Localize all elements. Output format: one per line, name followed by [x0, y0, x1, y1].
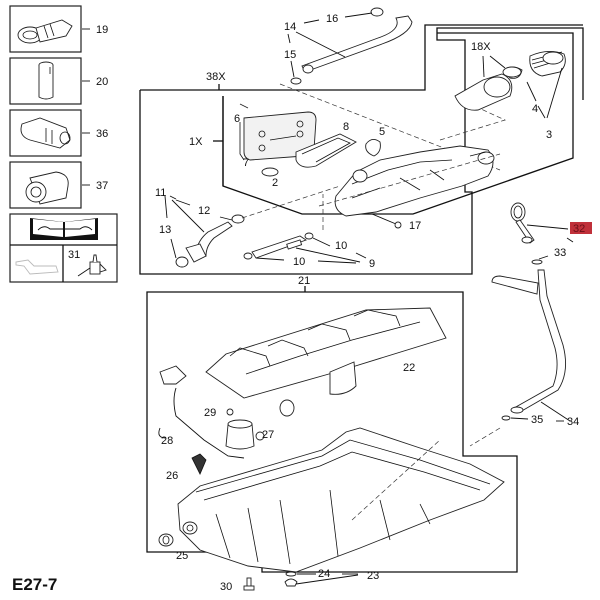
callout-29: 29: [204, 407, 216, 419]
group-label-21: 21: [298, 275, 310, 287]
callout-11: 11: [155, 187, 166, 199]
callout-30: 30: [220, 581, 232, 593]
coolant-hose-11: 11 12 13: [155, 185, 341, 268]
dipstick-guide-tube: 35 34: [469, 269, 579, 447]
callout-31: 31: [68, 249, 80, 261]
workshop-manual-wrench-icon: [30, 218, 98, 240]
callout-12: 12: [198, 205, 210, 217]
oil-filter-element: 18X 4 3: [454, 41, 566, 141]
connector-icon: [20, 117, 71, 149]
oil-pan-icon: [15, 259, 59, 275]
callout-36: 36: [96, 128, 108, 140]
callout-14: 14: [284, 21, 296, 33]
callout-26: 26: [166, 470, 178, 482]
callout-23: 23: [367, 570, 379, 582]
group-frame-1x: 1X: [189, 32, 574, 215]
group-frame-21: 21: [146, 275, 518, 573]
clip-26: 26: [166, 453, 207, 482]
dipstick-handle: [510, 202, 569, 244]
callout-8: 8: [343, 121, 349, 133]
bolt-29: 29: [204, 407, 234, 419]
wiring-harness-28: 28: [158, 365, 245, 459]
callout-10a: 10: [335, 240, 347, 252]
group-frame-38x: 38X: [139, 24, 584, 275]
highlight-marker: [570, 222, 592, 234]
dipstick-seal: 33: [531, 237, 574, 265]
callout-27: 27: [262, 429, 274, 441]
group-label-1x: 1X: [189, 136, 203, 148]
callout-34: 34: [567, 416, 579, 428]
callout-13: 13: [159, 224, 171, 236]
callout-18x: 18X: [471, 41, 491, 53]
bolt-30: 30: [220, 577, 255, 593]
callout-33: 33: [554, 247, 566, 259]
callout-32-highlighted[interactable]: 32: [570, 222, 592, 235]
oil-return-pipe: 14 16 15: [279, 7, 501, 171]
oil-level-sensor-27: 27: [225, 419, 274, 450]
callout-5: 5: [379, 126, 385, 138]
side-panel-36[interactable]: 36: [9, 109, 108, 157]
callout-3: 3: [546, 129, 552, 141]
callout-19: 19: [96, 24, 108, 36]
oil-pipe-9: 10 10 9: [243, 194, 375, 270]
callout-15: 15: [284, 49, 296, 61]
side-panel-37[interactable]: 37: [9, 161, 108, 209]
callout-25: 25: [176, 550, 188, 562]
side-panel-20[interactable]: 20: [9, 57, 108, 105]
side-panel-19[interactable]: 19: [9, 5, 108, 53]
seal-ring-2: 2: [261, 167, 279, 189]
callout-22: 22: [403, 362, 415, 374]
dipstick-assembly[interactable]: 32 33 35 34: [469, 202, 592, 447]
drain-plug-23: 24 23: [284, 568, 379, 587]
callout-28: 28: [161, 435, 173, 447]
callout-32: 32: [573, 223, 585, 235]
callout-9: 9: [369, 258, 375, 270]
bolt-17: 17: [371, 213, 421, 232]
oil-baffle-22: 22: [205, 307, 447, 417]
sleeve-icon: [38, 61, 54, 100]
callout-24: 24: [318, 568, 330, 580]
oil-filter-housing: [318, 103, 506, 217]
sensor-icon: [17, 19, 73, 44]
callout-10b: 10: [293, 256, 305, 268]
callout-35: 35: [531, 414, 543, 426]
mount-icon: [25, 171, 69, 205]
callout-4: 4: [532, 103, 538, 115]
callout-17: 17: [409, 220, 421, 232]
callout-2: 2: [272, 177, 278, 189]
callout-7: 7: [243, 157, 249, 169]
drain-plug-seal-25: 25: [158, 533, 188, 562]
seal-ring-5: 5: [365, 126, 385, 157]
page-code: E27-7: [12, 575, 57, 594]
cooler-gasket: 8: [295, 121, 357, 168]
oil-pan: [177, 427, 505, 573]
callout-20: 20: [96, 76, 108, 88]
callout-16: 16: [326, 13, 338, 25]
callout-6: 6: [234, 113, 240, 125]
group-label-38x: 38X: [206, 71, 226, 83]
legend-box: 31: [9, 213, 118, 283]
oil-can-icon: 31: [68, 249, 107, 277]
callout-37: 37: [96, 180, 108, 192]
